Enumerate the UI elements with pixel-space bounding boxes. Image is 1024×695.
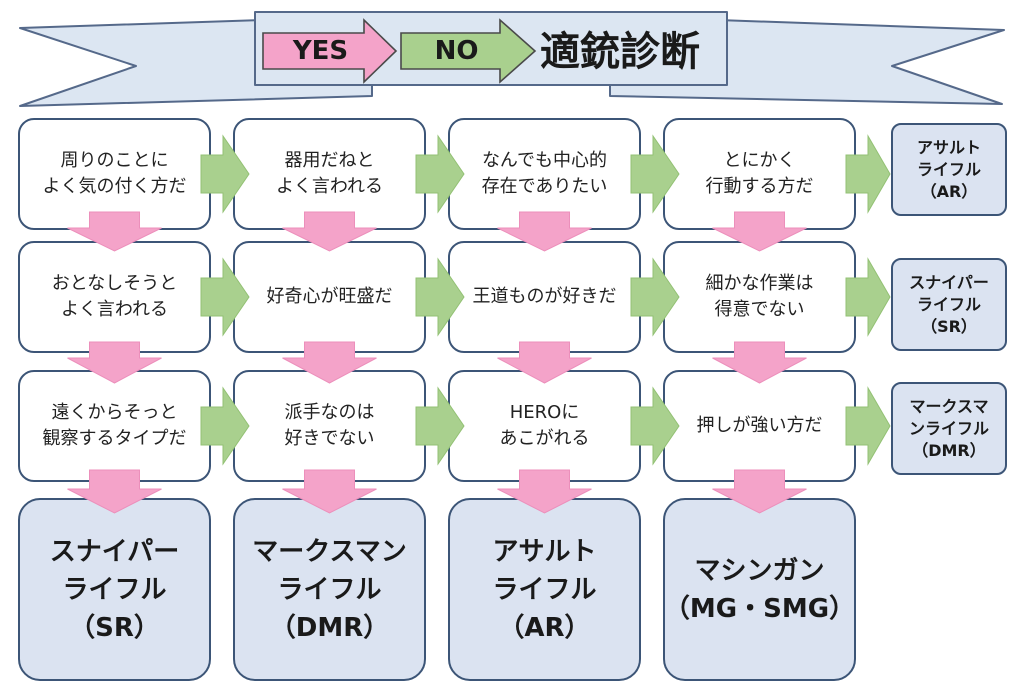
question-box: 細かな作業は 得意でない xyxy=(663,241,856,353)
question-text: とにかく 行動する方だ xyxy=(705,150,814,197)
no-legend-label: NO xyxy=(434,36,479,66)
page-title: 適銃診断 xyxy=(540,29,700,75)
title-banner xyxy=(19,11,1005,107)
side-result-box: マークスマ ンライフル （DMR） xyxy=(891,382,1007,475)
question-text: 周りのことに よく気の付く方だ xyxy=(42,150,187,197)
no-legend-arrow xyxy=(400,18,537,84)
result-label: マシンガン （MG・SMG） xyxy=(663,555,856,624)
question-box: 好奇心が旺盛だ xyxy=(233,241,426,353)
question-box: 王道ものが好きだ xyxy=(448,241,641,353)
result-box: アサルト ライフル （AR） xyxy=(448,498,641,681)
question-box: 器用だねと よく言われる xyxy=(233,118,426,230)
question-text: 押しが強い方だ xyxy=(696,415,823,436)
question-text: 派手なのは 好きでない xyxy=(284,402,375,449)
question-box: 周りのことに よく気の付く方だ xyxy=(18,118,211,230)
result-box: スナイパー ライフル （SR） xyxy=(18,498,211,681)
question-text: 王道ものが好きだ xyxy=(472,286,617,307)
question-text: 好奇心が旺盛だ xyxy=(266,286,393,307)
result-box: マシンガン （MG・SMG） xyxy=(663,498,856,681)
question-box: 派手なのは 好きでない xyxy=(233,370,426,482)
side-result-box: アサルト ライフル （AR） xyxy=(891,123,1007,216)
question-box: 押しが強い方だ xyxy=(663,370,856,482)
result-box: マークスマン ライフル （DMR） xyxy=(233,498,426,681)
result-label: マークスマン ライフル （DMR） xyxy=(252,536,407,643)
question-box: なんでも中心的 存在でありたい xyxy=(448,118,641,230)
side-result-label: スナイパー ライフル （SR） xyxy=(909,272,989,336)
question-text: HEROに あこがれる xyxy=(499,402,590,449)
question-text: 遠くからそっと 観察するタイプだ xyxy=(42,402,187,449)
question-box: とにかく 行動する方だ xyxy=(663,118,856,230)
question-box: おとなしそうと よく言われる xyxy=(18,241,211,353)
yes-legend-arrow xyxy=(262,18,398,84)
side-result-label: アサルト ライフル （AR） xyxy=(916,137,981,201)
question-text: おとなしそうと よく言われる xyxy=(51,273,178,320)
question-text: 細かな作業は 得意でない xyxy=(705,273,814,320)
question-box: 遠くからそっと 観察するタイプだ xyxy=(18,370,211,482)
side-result-box: スナイパー ライフル （SR） xyxy=(891,258,1007,351)
yes-legend-label: YES xyxy=(292,36,349,66)
question-text: 器用だねと よく言われる xyxy=(275,150,384,197)
question-text: なんでも中心的 存在でありたい xyxy=(481,150,608,197)
result-label: スナイパー ライフル （SR） xyxy=(49,536,180,643)
side-result-label: マークスマ ンライフル （DMR） xyxy=(908,396,989,460)
result-label: アサルト ライフル （AR） xyxy=(492,536,597,643)
question-box: HEROに あこがれる xyxy=(448,370,641,482)
